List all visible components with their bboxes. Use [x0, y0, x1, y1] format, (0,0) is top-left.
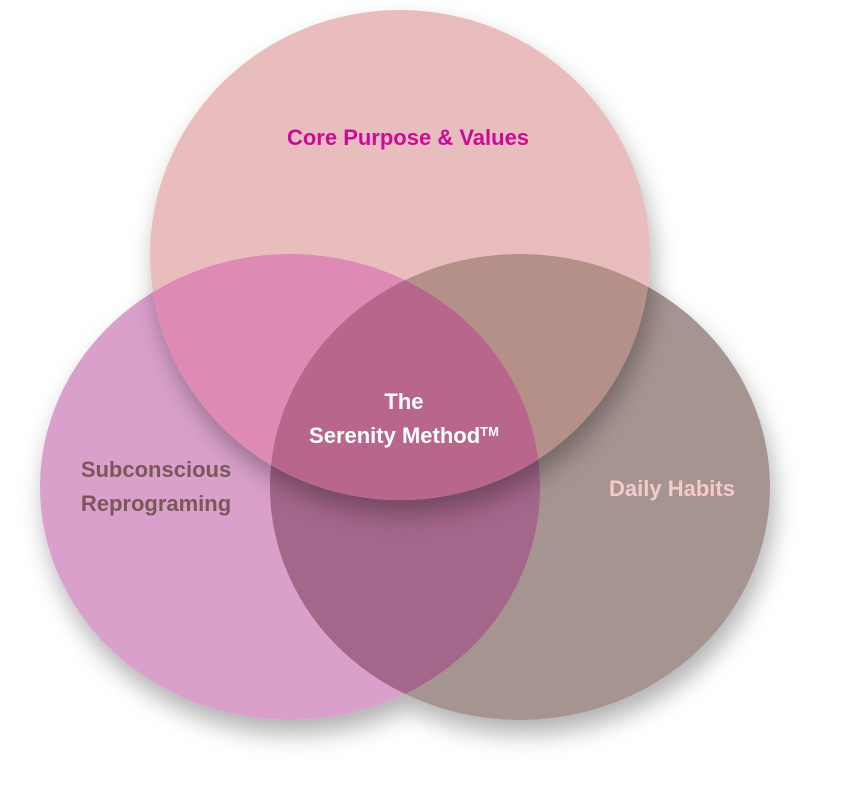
label-subconscious-line1: Subconscious [80, 457, 232, 482]
label-daily-habits: Daily Habits [609, 476, 735, 501]
label-subconscious: Subconscious Reprograming [81, 453, 231, 521]
label-center-line2: Serenity Method [309, 423, 481, 448]
label-center-line1: The [384, 389, 424, 414]
label-subconscious-line2: Reprograming [80, 491, 232, 516]
label-core-purpose: Core Purpose & Values [286, 125, 530, 150]
label-center: The Serenity MethodTM [309, 385, 499, 453]
trademark-mark: TM [480, 424, 499, 439]
